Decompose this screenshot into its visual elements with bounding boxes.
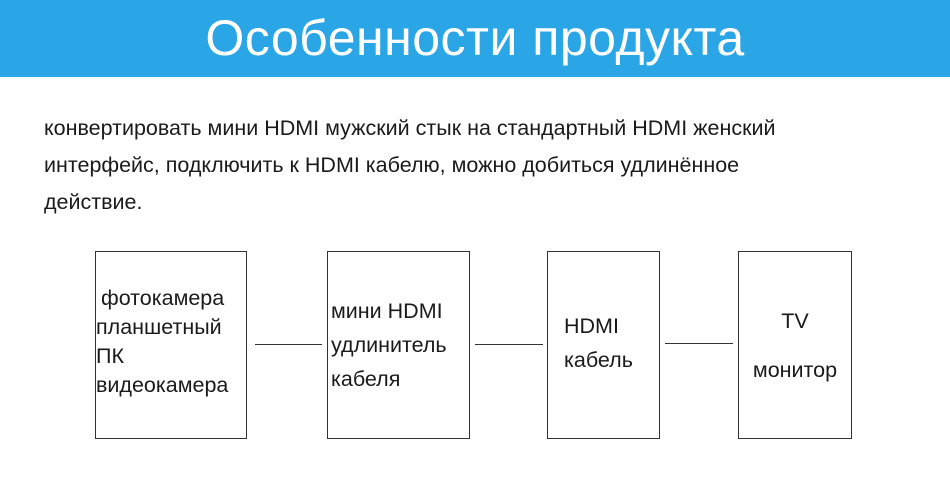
product-description: конвертировать мини HDMI мужский стык на… (44, 110, 924, 221)
source-device-tablet: планшетный (96, 315, 222, 339)
tv-monitor-label: TV монитор (746, 307, 844, 385)
source-device-camera: фотокамера (101, 286, 225, 310)
extender-line: удлинитель (331, 333, 447, 357)
source-devices-label: фотокамера планшетный ПК видеокамера (96, 284, 228, 400)
hdmi-cable-line: кабель (564, 348, 633, 372)
connector-line (255, 344, 322, 345)
source-device-pc: ПК (96, 344, 124, 368)
connector-line (475, 344, 543, 345)
extender-line: мини HDMI (331, 299, 443, 323)
diagram-box-source-devices (95, 251, 247, 439)
tv-line: TV (781, 309, 809, 333)
header-banner (0, 0, 950, 77)
diagram-box-extender (327, 251, 470, 439)
source-device-camcorder: видеокамера (96, 373, 229, 397)
diagram-box-tv-monitor (738, 251, 852, 439)
monitor-line: монитор (752, 358, 838, 382)
hdmi-cable-line: HDMI (564, 314, 619, 338)
description-line: конвертировать мини HDMI мужский стык на… (44, 116, 776, 140)
hdmi-cable-label: HDMI кабель (564, 312, 633, 375)
description-line: интерфейс, подключить к HDMI кабелю, мож… (44, 153, 740, 177)
extender-label: мини HDMI удлинитель кабеля (331, 297, 447, 394)
diagram-box-hdmi-cable (547, 251, 660, 439)
connector-line (665, 343, 733, 344)
extender-line: кабеля (331, 367, 401, 391)
description-line: действие. (44, 190, 143, 214)
page-title: Особенности продукта (205, 10, 745, 66)
